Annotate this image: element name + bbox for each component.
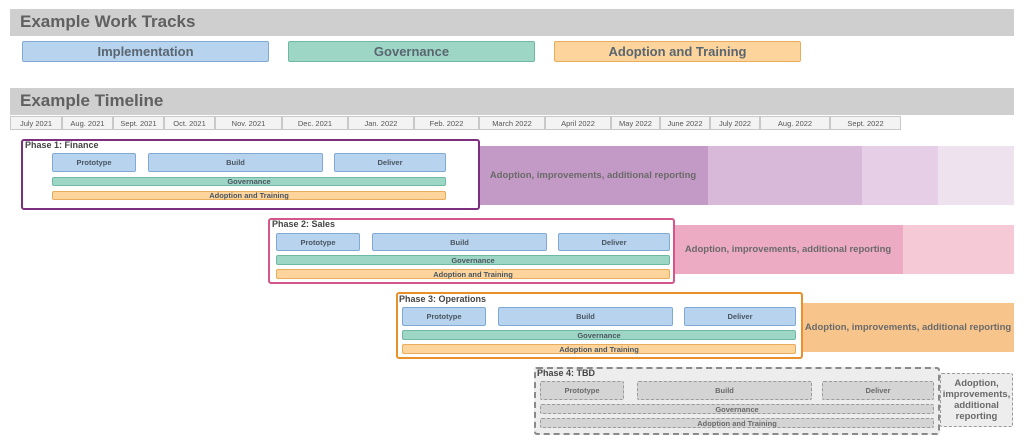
month-cell: July 2021 <box>10 116 62 130</box>
phase-1-extension-fade-1 <box>708 146 862 205</box>
phase-1-label: Phase 1: Finance <box>25 140 99 150</box>
work-tracks-title: Example Work Tracks <box>10 9 1014 36</box>
phase-1-deliver-bar: Deliver <box>334 153 446 172</box>
month-cell: Jan. 2022 <box>348 116 414 130</box>
phase-1-extension-fade-2 <box>862 146 938 205</box>
phase-3-governance-bar: Governance <box>402 330 796 340</box>
track-governance: Governance <box>288 41 535 62</box>
phase-1-extension-fade-3 <box>938 146 1014 205</box>
phase-1-adoption-bar: Adoption and Training <box>52 191 446 200</box>
month-cell: April 2022 <box>545 116 611 130</box>
month-cell: March 2022 <box>479 116 545 130</box>
timeline-title: Example Timeline <box>10 88 1014 115</box>
phase-4-adoption-bar: Adoption and Training <box>540 418 934 428</box>
month-cell: Nov. 2021 <box>215 116 282 130</box>
month-cell: Sept. 2021 <box>113 116 164 130</box>
phase-2-extension-fade <box>903 225 1014 274</box>
month-cell: May 2022 <box>611 116 660 130</box>
phase-3-adoption-bar: Adoption and Training <box>402 344 796 354</box>
phase-2-extension-label: Adoption, improvements, additional repor… <box>684 244 892 255</box>
phase-4-build-bar: Build <box>637 381 812 400</box>
phase-1-governance-bar: Governance <box>52 177 446 186</box>
phase-1-extension-band <box>478 146 708 205</box>
phase-4-governance-bar: Governance <box>540 404 934 414</box>
month-cell: Dec. 2021 <box>282 116 348 130</box>
phase-4-extension-label: Adoption, improvements, additional repor… <box>940 373 1013 427</box>
month-cell: Sept. 2022 <box>830 116 901 130</box>
phase-3-extension-band <box>802 303 1014 352</box>
month-cell: Feb. 2022 <box>414 116 479 130</box>
phase-4-deliver-bar: Deliver <box>822 381 934 400</box>
phase-3-prototype-bar: Prototype <box>402 307 486 326</box>
phase-4-label: Phase 4: TBD <box>537 368 596 378</box>
phase-4-prototype-bar: Prototype <box>540 381 624 400</box>
phase-3-deliver-bar: Deliver <box>684 307 796 326</box>
phase-1-build-bar: Build <box>148 153 323 172</box>
phase-3-label: Phase 3: Operations <box>399 294 487 304</box>
month-cell: Oct. 2021 <box>164 116 215 130</box>
month-cell: Aug. 2022 <box>760 116 830 130</box>
phase-3-build-bar: Build <box>498 307 673 326</box>
phase-2-governance-bar: Governance <box>276 255 670 265</box>
month-cell: July 2022 <box>710 116 760 130</box>
phase-2-label: Phase 2: Sales <box>272 219 336 229</box>
phase-2-build-bar: Build <box>372 233 547 251</box>
phase-2-extension-band <box>673 225 903 274</box>
phase-1-extension-label: Adoption, improvements, additional repor… <box>489 170 697 181</box>
month-cell: Aug. 2021 <box>62 116 113 130</box>
phase-1-prototype-bar: Prototype <box>52 153 136 172</box>
month-cell: June 2022 <box>660 116 710 130</box>
track-adoption-training: Adoption and Training <box>554 41 801 62</box>
phase-2-deliver-bar: Deliver <box>558 233 670 251</box>
track-implementation: Implementation <box>22 41 269 62</box>
phase-2-prototype-bar: Prototype <box>276 233 360 251</box>
phase-3-extension-label: Adoption, improvements, additional repor… <box>804 322 1012 333</box>
phase-2-adoption-bar: Adoption and Training <box>276 269 670 279</box>
